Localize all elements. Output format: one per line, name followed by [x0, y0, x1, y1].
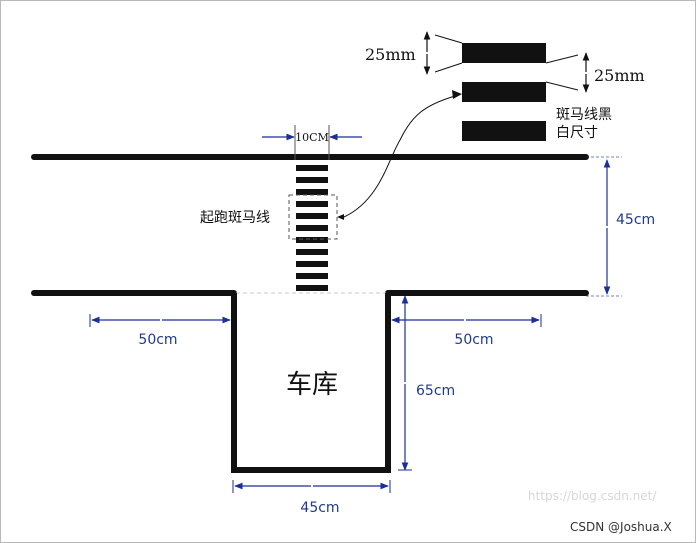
- stripe-thickness-label: 25mm: [365, 45, 416, 64]
- garage-outline: [231, 293, 391, 473]
- left-offset-label: 50cm: [138, 332, 177, 348]
- road-width-label: 45cm: [616, 212, 655, 228]
- crosswalk-size-label-2: 白尺寸: [556, 125, 598, 141]
- start-crosswalk: [296, 165, 328, 291]
- stripe-gap-label: 25mm: [594, 66, 645, 85]
- reference-stripes: [462, 43, 546, 141]
- garage-label: 车库: [286, 370, 338, 400]
- detail-leader-arrowhead: [452, 90, 462, 99]
- detail-leader-curve: [343, 95, 456, 218]
- stripe-gap-funnel: [545, 54, 579, 91]
- credit-label: CSDN @Joshua.X: [570, 520, 672, 534]
- right-offset-label: 50cm: [454, 332, 493, 348]
- crosswalk-size-label-1: 斑马线黑: [556, 107, 612, 123]
- stripe-width-label: 10CM: [295, 131, 329, 144]
- watermark: https://blog.csdn.net/: [528, 489, 657, 503]
- highlight-pointer: [337, 214, 344, 220]
- garage-depth-label: 65cm: [416, 383, 455, 399]
- start-crosswalk-label: 起跑斑马线: [200, 210, 270, 226]
- garage-width-label: 45cm: [300, 500, 339, 516]
- stripe-thickness-funnel: [434, 34, 463, 73]
